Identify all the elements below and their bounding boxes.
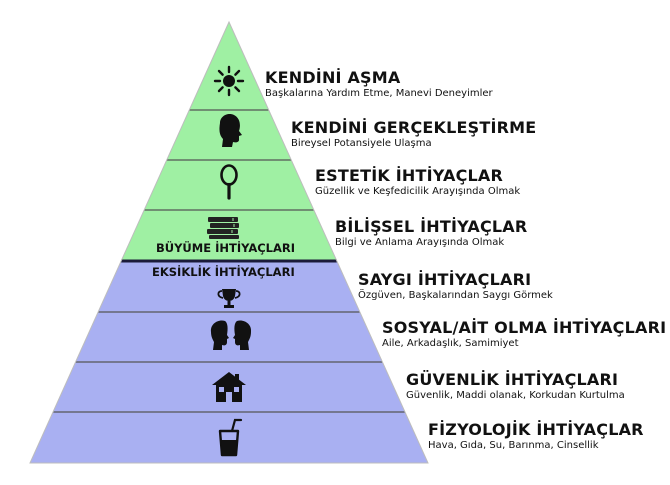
level-4-subtitle: Bilgi ve Anlama Arayışında Olmak bbox=[335, 237, 505, 248]
hand-mirror-icon bbox=[220, 164, 238, 200]
level-5-title: SAYGI İHTİYAÇLARI bbox=[358, 270, 532, 289]
drink-cup-icon bbox=[218, 418, 243, 457]
head-silhouette-icon bbox=[219, 113, 242, 147]
trophy-icon bbox=[217, 289, 241, 308]
growth-needs-label: BÜYÜME İHTİYAÇLARI bbox=[156, 241, 296, 255]
level-2-subtitle: Bireysel Potansiyele Ulaşma bbox=[291, 138, 432, 149]
level-1-subtitle: Başkalarına Yardım Etme, Manevi Deneyiml… bbox=[265, 88, 493, 99]
house-icon bbox=[212, 372, 246, 402]
level-3-subtitle: Güzellik ve Keşfedicilik Arayışında Olma… bbox=[315, 186, 521, 197]
level-8-title: FİZYOLOJİK İHTİYAÇLAR bbox=[428, 420, 644, 439]
level-1-title: KENDİNİ AŞMA bbox=[265, 68, 401, 87]
two-heads-icon bbox=[210, 320, 252, 350]
level-7-title: GÜVENLİK İHTİYAÇLARI bbox=[406, 370, 619, 389]
level-7-subtitle: Güvenlik, Maddi olanak, Korkudan Kurtulm… bbox=[406, 390, 625, 401]
level-6-title: SOSYAL/AİT OLMA İHTİYAÇLARI bbox=[382, 318, 667, 337]
level-dividers bbox=[53, 109, 405, 413]
deficiency-needs-label: EKSİKLİK İHTİYAÇLARI bbox=[152, 265, 295, 279]
level-3-title: ESTETİK İHTİYAÇLAR bbox=[315, 166, 504, 185]
sun-icon bbox=[213, 65, 245, 97]
books-icon bbox=[207, 217, 239, 239]
level-5-subtitle: Özgüven, Başkalarından Saygı Görmek bbox=[358, 290, 553, 301]
level-8-subtitle: Hava, Gıda, Su, Barınma, Cinsellik bbox=[428, 440, 599, 451]
level-4-title: BİLİŞSEL İHTİYAÇLAR bbox=[335, 217, 528, 236]
pyramid-outline bbox=[29, 20, 429, 464]
level-2-title: KENDİNİ GERÇEKLEŞTİRME bbox=[291, 118, 537, 137]
level-6-subtitle: Aile, Arkadaşlık, Samimiyet bbox=[382, 338, 519, 349]
